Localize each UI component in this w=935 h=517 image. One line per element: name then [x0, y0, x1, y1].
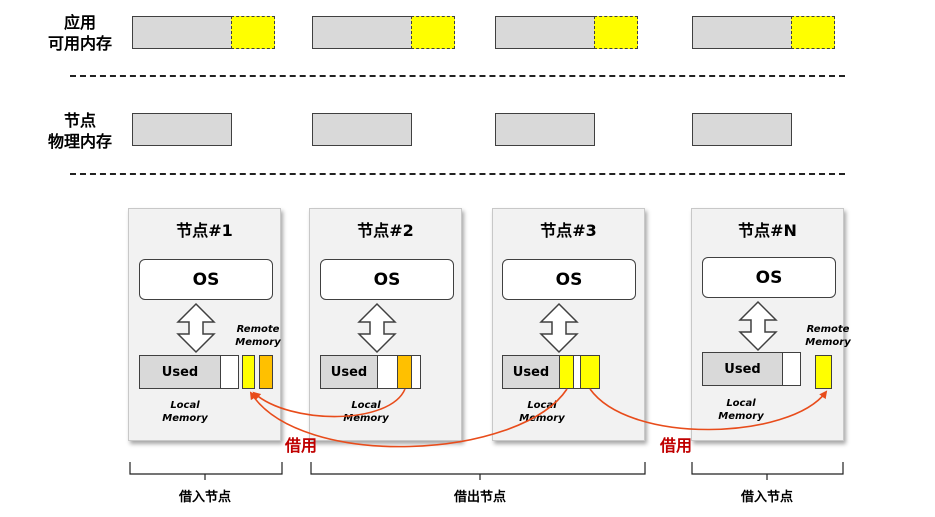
os-box-node3: OS	[502, 259, 636, 300]
brace-left	[129, 462, 283, 480]
remote-memory-block-nodeN	[815, 355, 832, 389]
brace-middle	[310, 462, 646, 480]
lent-memory-block-node2	[397, 355, 412, 389]
group-label-borrowing-left: 借入节点	[178, 490, 231, 505]
free-memory-node2	[377, 355, 398, 389]
node-title: 节点#3	[540, 221, 597, 240]
node-physical-memory-label: 节点 物理内存	[47, 111, 112, 151]
local-memory-label-node2: Local Memory	[343, 400, 389, 424]
separator-top	[70, 75, 845, 77]
borrow-label-right: 借用	[660, 436, 693, 455]
group-label-borrowing-right: 借入节点	[740, 490, 793, 505]
os-box-node1: OS	[139, 259, 273, 300]
node-title: 节点#N	[738, 221, 797, 240]
used-memory-node1: Used	[139, 355, 221, 389]
remote-memory-block-yellow-node1	[242, 355, 255, 389]
local-memory-label-node1: Local Memory	[162, 400, 208, 424]
physical-memory-bar-node3	[495, 113, 595, 146]
physical-memory-bar-node1	[132, 113, 232, 146]
used-memory-node2: Used	[320, 355, 378, 389]
node-title: 节点#2	[357, 221, 414, 240]
free-memory-node1	[220, 355, 239, 389]
remote-memory-block-orange-node1	[259, 355, 273, 389]
remote-memory-label-nodeN: Remote Memory	[805, 324, 851, 348]
physical-memory-bar-node2	[312, 113, 412, 146]
group-label-lending: 借出节点	[453, 490, 506, 505]
free-memory-nodeN	[782, 352, 801, 386]
os-box-nodeN: OS	[702, 257, 836, 298]
used-memory-nodeN: Used	[702, 352, 783, 386]
used-memory-node3: Used	[502, 355, 560, 389]
os-box-node2: OS	[320, 259, 454, 300]
separator-bottom	[70, 173, 845, 175]
remote-memory-label-node1: Remote Memory	[235, 324, 281, 348]
local-memory-label-node3: Local Memory	[519, 400, 565, 424]
lent-memory-block-node3-b	[580, 355, 600, 389]
borrow-label-left: 借用	[285, 436, 318, 455]
node-title: 节点#1	[176, 221, 233, 240]
lent-memory-block-node3-a	[559, 355, 574, 389]
app-available-memory-label: 应用 可用内存	[47, 13, 112, 53]
physical-memory-bar-nodeN	[692, 113, 792, 146]
local-memory-label-nodeN: Local Memory	[718, 398, 764, 422]
free-memory-node2-tail	[411, 355, 421, 389]
brace-right	[691, 462, 844, 480]
